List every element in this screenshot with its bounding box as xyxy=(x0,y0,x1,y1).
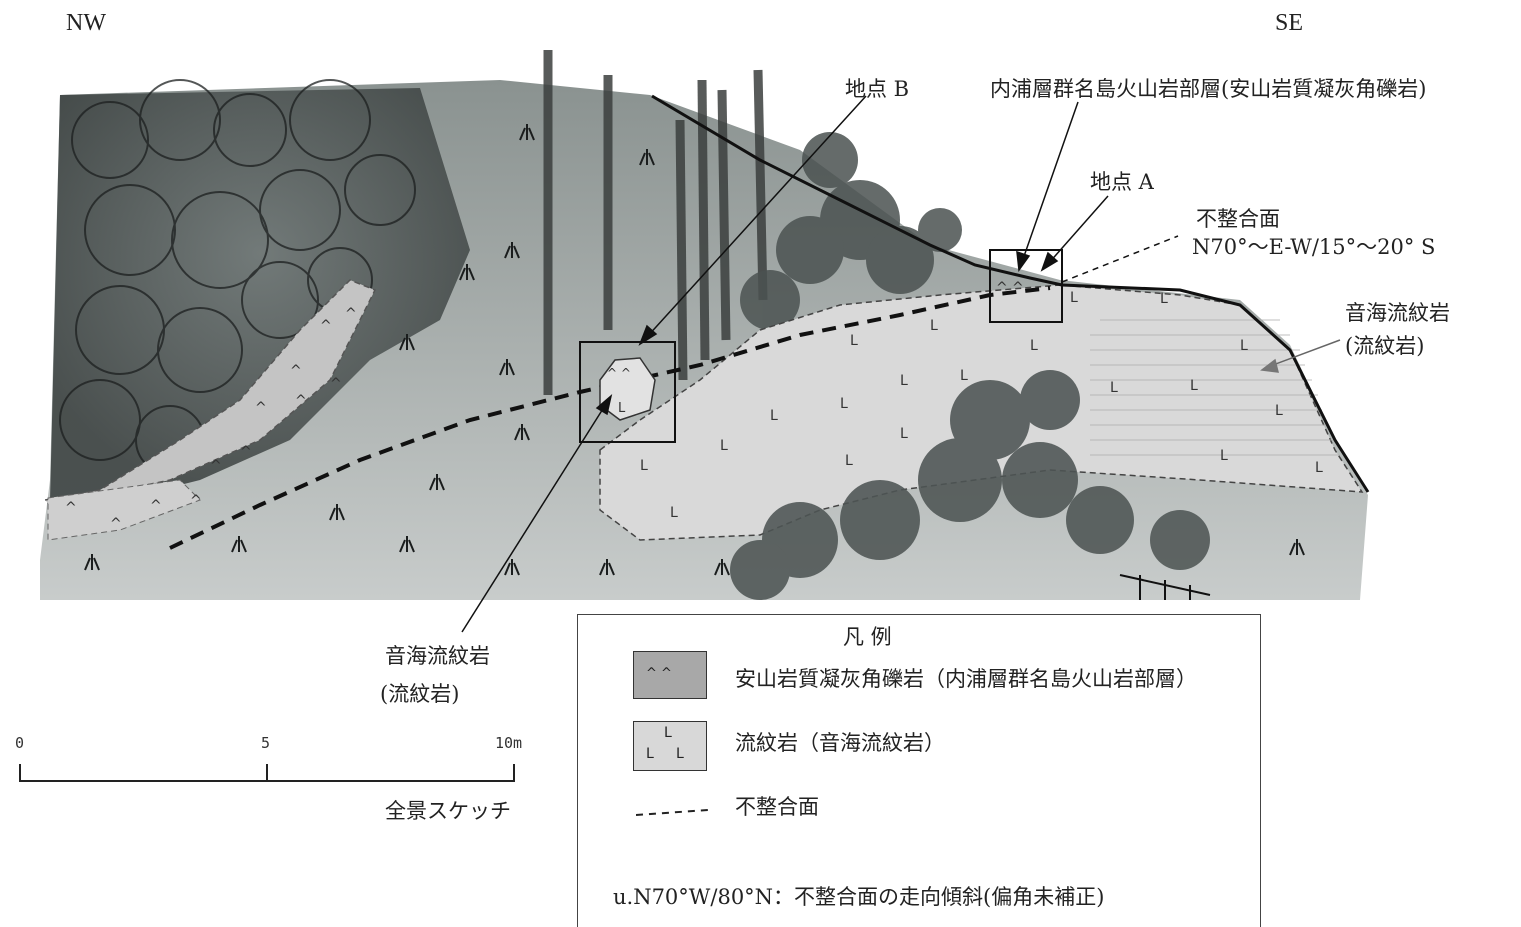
svg-text:L: L xyxy=(1315,460,1323,476)
direction-nw: NW xyxy=(66,10,106,36)
unconformity-legend-label: 不整合面 xyxy=(735,795,819,819)
svg-text:L: L xyxy=(618,401,626,416)
svg-text:L: L xyxy=(670,505,678,521)
svg-text:^ ^: ^ ^ xyxy=(607,366,631,380)
svg-text:^: ^ xyxy=(290,363,302,379)
svg-text:L: L xyxy=(845,453,853,469)
formation-label: 内浦層群名島火山岩部層(安山岩質凝灰角礫岩) xyxy=(990,77,1427,101)
scale-tick-10: 10m xyxy=(495,734,523,752)
rhyolite-right-sublabel: (流紋岩) xyxy=(1345,334,1425,358)
scale-bar xyxy=(19,764,515,782)
svg-text:^: ^ xyxy=(210,458,222,474)
rhyolite-swatch-symbol-top: L xyxy=(664,725,672,741)
svg-text:L: L xyxy=(850,333,858,349)
svg-text:L: L xyxy=(770,408,778,424)
scale-tick-0: 0 xyxy=(15,734,25,752)
svg-text:L: L xyxy=(1220,448,1228,464)
svg-text:L: L xyxy=(1190,378,1198,394)
fence xyxy=(1119,574,1211,600)
unconformity-title: 不整合面 xyxy=(1196,207,1280,231)
svg-text:^: ^ xyxy=(255,400,267,416)
svg-text:^: ^ xyxy=(996,280,1008,296)
legend-title: 凡 例 xyxy=(843,625,892,649)
unconformity-attitude: N70°～E-W/15°～20° S xyxy=(1192,235,1436,259)
svg-text:L: L xyxy=(900,373,908,389)
unconformity-line xyxy=(169,286,1051,550)
svg-text:^: ^ xyxy=(150,498,162,514)
unconformity-extension xyxy=(1061,235,1179,283)
unconformity-legend-line xyxy=(636,809,708,816)
point-b-box xyxy=(579,341,676,443)
direction-se: SE xyxy=(1275,10,1304,36)
svg-text:L: L xyxy=(960,368,968,384)
rhyolite-swatch: L L L xyxy=(633,721,707,771)
andesite-swatch-symbol: ^ ^ xyxy=(646,666,672,681)
tree-crowns xyxy=(59,79,416,475)
svg-text:^: ^ xyxy=(330,376,342,392)
svg-text:L: L xyxy=(1160,291,1168,307)
strike-dip-note: u.N70°W/80°N：不整合面の走向傾斜(偏角未補正) xyxy=(613,885,1105,909)
svg-text:^: ^ xyxy=(190,493,202,509)
rhyolite-swatch-symbol-bottom: L L xyxy=(646,746,684,762)
left-andesite-band xyxy=(43,279,377,506)
lower-right-vegetation xyxy=(730,370,1210,600)
svg-text:^: ^ xyxy=(240,444,252,460)
svg-text:L: L xyxy=(1275,403,1283,419)
grass-tufts xyxy=(84,124,1305,576)
svg-text:^: ^ xyxy=(65,500,77,516)
svg-text:L: L xyxy=(840,396,848,412)
point-a-label: 地点 A xyxy=(1090,170,1154,194)
legend-box: 凡 例 ^ ^ 安山岩質凝灰角礫岩（内浦層群名島火山岩部層） L L L 流紋岩… xyxy=(577,614,1261,927)
svg-text:L: L xyxy=(1240,338,1248,354)
svg-text:L: L xyxy=(930,318,938,334)
left-vegetation xyxy=(50,88,470,500)
sketch-caption: 全景スケッチ xyxy=(385,799,511,823)
svg-text:L: L xyxy=(640,458,648,474)
right-slope-line xyxy=(1061,283,1370,493)
upper-slope-line xyxy=(651,94,1063,287)
svg-text:L: L xyxy=(720,438,728,454)
svg-text:^: ^ xyxy=(295,393,307,409)
andesite-symbols: ^^^ ^^^ ^^^ ^^^ ^^ xyxy=(65,280,1024,532)
svg-text:L: L xyxy=(1030,338,1038,354)
svg-text:^: ^ xyxy=(1012,280,1024,296)
rhyolite-symbols: L L L L L L L L L L L L L L L L L L L L xyxy=(640,290,1323,521)
rhyolite-left-sublabel: (流紋岩) xyxy=(380,682,460,706)
scale-tick-5: 5 xyxy=(261,734,271,752)
point-b-label: 地点 B xyxy=(845,77,910,101)
rhyolite-left-label: 音海流紋岩 xyxy=(385,644,490,668)
andesite-legend-label: 安山岩質凝灰角礫岩（内浦層群名島火山岩部層） xyxy=(735,667,1197,691)
svg-text:^: ^ xyxy=(110,516,122,532)
left-andesite-lower xyxy=(47,479,201,541)
svg-text:^: ^ xyxy=(320,318,332,334)
leader-lines xyxy=(461,95,1341,633)
rhyolite-legend-label: 流紋岩（音海流紋岩） xyxy=(735,731,945,755)
svg-text:L: L xyxy=(1110,380,1118,396)
svg-text:L: L xyxy=(900,426,908,442)
andesite-swatch: ^ ^ xyxy=(633,651,707,699)
svg-text:^: ^ xyxy=(345,306,357,322)
svg-text:L: L xyxy=(1070,290,1078,306)
rhyolite-right-label: 音海流紋岩 xyxy=(1345,301,1450,325)
